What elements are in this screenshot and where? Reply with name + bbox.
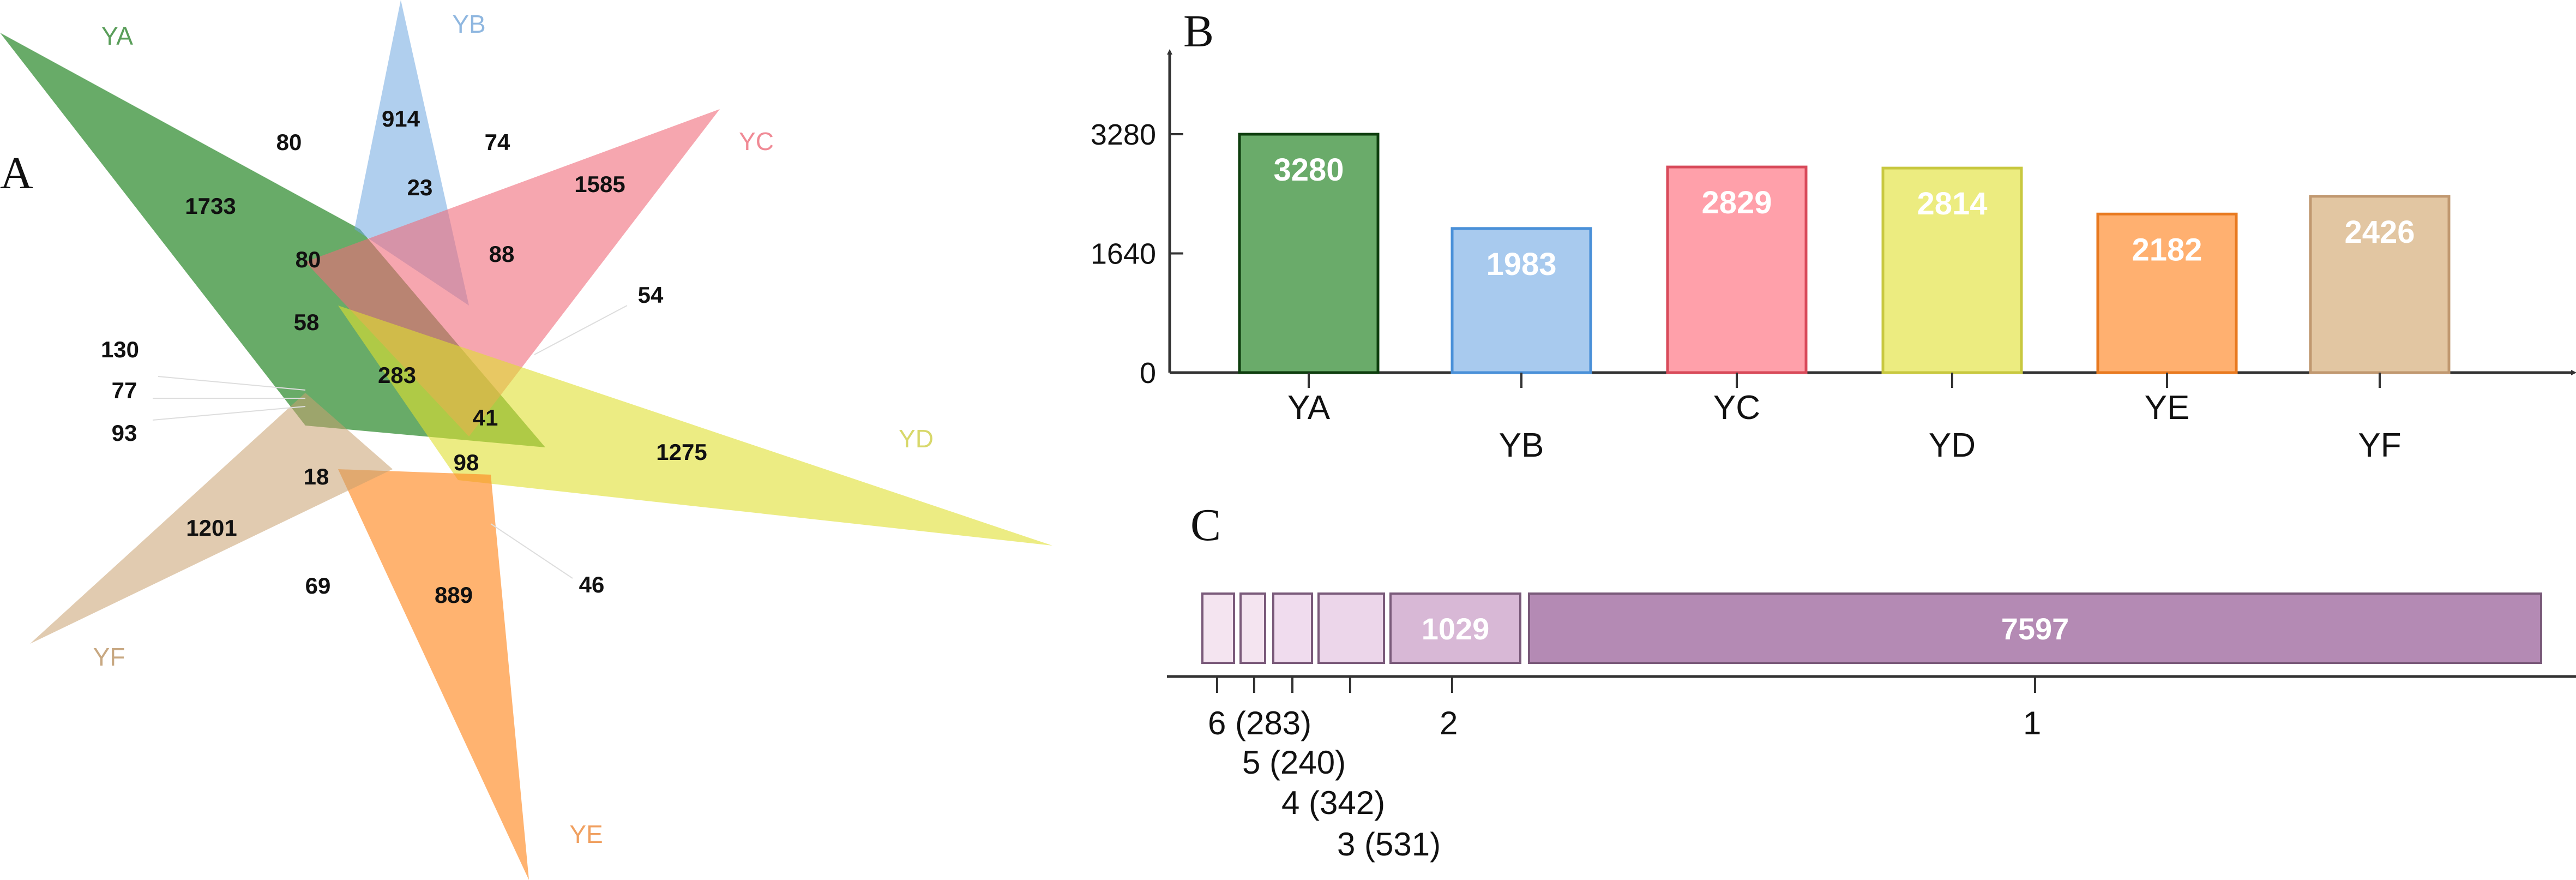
venn-region-value: 23 bbox=[407, 175, 433, 200]
x-tick-label: YA bbox=[1287, 389, 1331, 427]
stack-segment bbox=[1201, 592, 1235, 664]
x-tick-label: YD bbox=[1929, 427, 1976, 464]
venn-region-value: 1585 bbox=[574, 171, 625, 197]
bar-value-label: 2426 bbox=[2344, 214, 2415, 250]
venn-region-value: 54 bbox=[638, 282, 664, 308]
bar-yc bbox=[1666, 165, 1808, 374]
bar-ye bbox=[2096, 212, 2238, 374]
x-tick-label: YB bbox=[1499, 427, 1544, 464]
y-tick-label: 1640 bbox=[1091, 238, 1156, 271]
stack-segment-label: 4 (342) bbox=[1281, 785, 1385, 821]
venn-region-value: 80 bbox=[296, 247, 321, 272]
panel-label-a: A bbox=[0, 148, 33, 199]
stack-segment-label: 3 (531) bbox=[1337, 826, 1441, 863]
x-tick-label: YC bbox=[1713, 389, 1760, 427]
stacked-segments: 6 (283)5 (240) 4 (342) 3 (531) 1029 2 7597 1 bbox=[1201, 592, 2542, 863]
venn-set-ye bbox=[338, 469, 529, 880]
bar-value-label: 2182 bbox=[2132, 232, 2202, 267]
venn-region-value: 93 bbox=[112, 420, 137, 446]
bar-yd bbox=[1881, 166, 2023, 374]
venn-region-values: 80 914 74 1733 23 1585 80 88 58 54 130 283 77 93 41 127… bbox=[101, 106, 707, 608]
venn-region-value: 1201 bbox=[186, 515, 237, 541]
panel-label-c: C bbox=[1190, 500, 1221, 550]
stack-segment-label: 5 (240) bbox=[1242, 744, 1346, 781]
venn-region-value: 889 bbox=[435, 582, 473, 608]
stack-segment bbox=[1528, 592, 2542, 664]
y-tick-label: 3280 bbox=[1091, 118, 1156, 151]
venn-region-value: 80 bbox=[276, 129, 302, 155]
bar-value-label: 3280 bbox=[1273, 152, 1344, 188]
venn-region-value: 18 bbox=[304, 464, 329, 489]
bar-value-label: 2829 bbox=[1701, 185, 1772, 220]
venn-region-value: 77 bbox=[112, 378, 137, 403]
venn-region-value: 88 bbox=[489, 241, 515, 267]
venn-region-value: 46 bbox=[579, 572, 605, 597]
panel-label-b: B bbox=[1183, 6, 1214, 57]
bar-yb bbox=[1450, 227, 1592, 374]
stack-segment bbox=[1272, 592, 1313, 664]
y-tick-label: 0 bbox=[1140, 357, 1156, 390]
venn-region-value: 1275 bbox=[656, 439, 707, 465]
x-tick-label: YE bbox=[2145, 389, 2190, 427]
bar-yf bbox=[2309, 195, 2451, 374]
venn-region-value: 283 bbox=[378, 362, 416, 388]
stack-segment-value: 7597 bbox=[2001, 612, 2069, 646]
y-ticks: 0 1640 3280 bbox=[1091, 118, 1183, 390]
venn-region-value: 98 bbox=[454, 450, 479, 475]
venn-set-yd bbox=[338, 306, 1052, 546]
stack-segment-label: 6 (283) bbox=[1208, 705, 1311, 741]
venn-region-value: 58 bbox=[294, 309, 320, 335]
set-label-yd: YD bbox=[899, 424, 934, 453]
venn-region-value: 69 bbox=[305, 573, 331, 598]
bar-value-label: 2814 bbox=[1917, 186, 1987, 222]
set-label-yb: YB bbox=[452, 10, 485, 38]
set-label-ye: YE bbox=[569, 820, 603, 848]
venn-region-value: 130 bbox=[101, 337, 139, 362]
set-label-ya: YA bbox=[101, 22, 133, 50]
stack-segment-value: 1029 bbox=[1422, 612, 1490, 646]
set-label-yc: YC bbox=[739, 127, 774, 155]
bar-ya bbox=[1238, 133, 1380, 374]
venn-region-value: 74 bbox=[485, 129, 510, 155]
stack-segment bbox=[1317, 592, 1385, 664]
venn-leader-lines bbox=[152, 305, 628, 579]
set-label-yf: YF bbox=[93, 643, 125, 671]
stack-segment-label: 2 bbox=[1440, 705, 1458, 741]
venn-region-value: 1733 bbox=[185, 193, 236, 219]
bar-value-label: 1983 bbox=[1486, 247, 1556, 282]
venn-region-value: 41 bbox=[473, 405, 498, 430]
stack-segment bbox=[1239, 592, 1266, 664]
venn-region-value: 914 bbox=[382, 106, 420, 131]
x-tick-label: YF bbox=[2358, 427, 2401, 464]
venn-set-yf bbox=[30, 393, 393, 644]
stack-segment-label: 1 bbox=[2023, 705, 2041, 741]
stack-segment bbox=[1389, 592, 1521, 664]
stacked-bar-panel: C 6 (283)5 (240) 4 (342) 3 (531) 1029 2 7597 1 bbox=[1167, 500, 2576, 863]
